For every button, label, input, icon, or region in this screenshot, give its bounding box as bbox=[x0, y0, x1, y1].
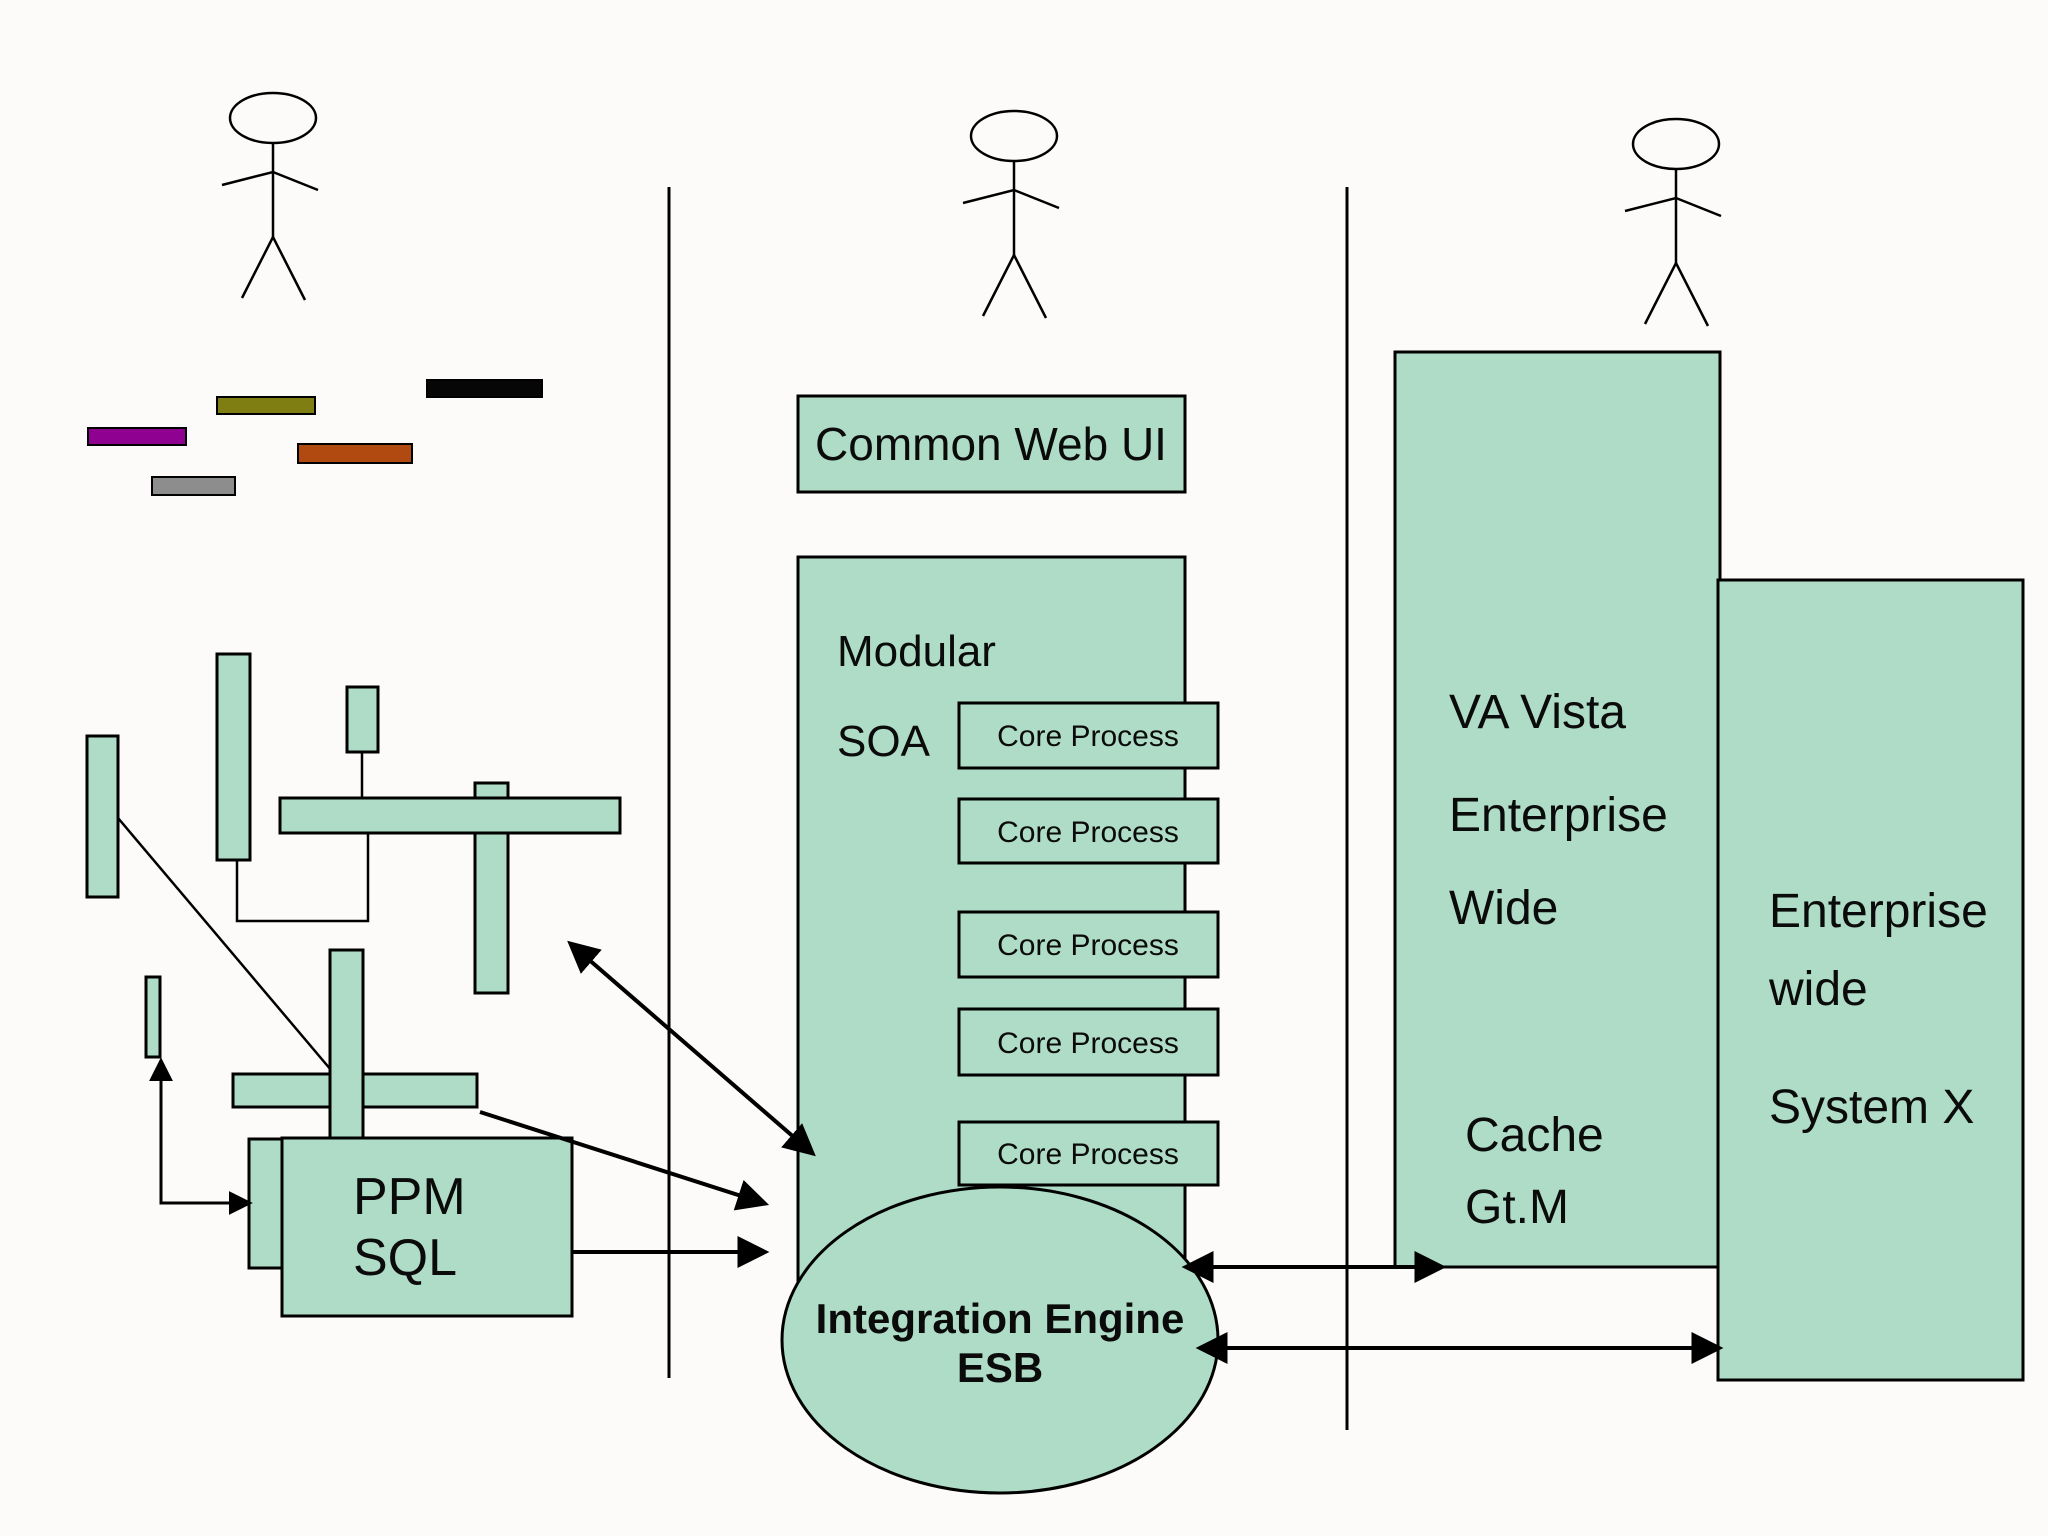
core-process-box-2 bbox=[957, 797, 1220, 865]
color-bar-black bbox=[426, 379, 543, 398]
color-bar-olive bbox=[216, 396, 316, 415]
core-process-box-1 bbox=[957, 701, 1220, 770]
common-web-ui-label: Common Web UI bbox=[815, 418, 1167, 470]
arrow-thin-node-to-ppm bbox=[149, 1057, 253, 1215]
ppm-sql-box bbox=[280, 1136, 574, 1318]
tree-node-left bbox=[85, 734, 120, 899]
core-process-box-4 bbox=[957, 1007, 1220, 1077]
system-x-label-3: System X bbox=[1769, 1081, 1974, 1134]
connector-diagonal bbox=[117, 817, 332, 1071]
core-process-label-2: Core Process bbox=[997, 816, 1179, 849]
system-x-label-1: Enterprise bbox=[1769, 885, 1988, 938]
va-vista-label-3: Wide bbox=[1449, 882, 1558, 935]
color-bar-purple bbox=[87, 427, 187, 446]
color-bar-orange bbox=[297, 443, 413, 464]
soa-label: SOA bbox=[837, 717, 931, 766]
va-vista-label-2: Enterprise bbox=[1449, 789, 1668, 842]
va-vista-label-1: VA Vista bbox=[1449, 686, 1626, 739]
core-process-label-4: Core Process bbox=[997, 1027, 1179, 1060]
tree-node-center-vertical bbox=[328, 948, 365, 1140]
core-process-box-5 bbox=[957, 1120, 1220, 1187]
sql-label: SQL bbox=[353, 1229, 457, 1287]
arrow-tree-to-modular bbox=[567, 940, 816, 1157]
cache-label: Cache bbox=[1465, 1109, 1604, 1162]
core-process-box-3 bbox=[957, 910, 1220, 979]
core-process-label-1: Core Process bbox=[997, 720, 1179, 753]
ppm-label: PPM bbox=[353, 1168, 466, 1226]
tree-node-tall bbox=[215, 652, 252, 862]
core-process-label-3: Core Process bbox=[997, 929, 1179, 962]
tree-node-small bbox=[345, 685, 380, 754]
ppm-back-box bbox=[247, 1137, 284, 1270]
core-process-label-5: Core Process bbox=[997, 1138, 1179, 1171]
esb-label: ESB bbox=[957, 1344, 1043, 1391]
arrow-ppm-to-modular-upper bbox=[479, 1110, 770, 1211]
tree-bar-upper bbox=[278, 796, 622, 835]
gtm-label: Gt.M bbox=[1465, 1181, 1569, 1234]
modular-label: Modular bbox=[837, 627, 996, 676]
tree-node-thin bbox=[144, 975, 162, 1059]
system-x-label-2: wide bbox=[1768, 963, 1868, 1016]
color-bar-gray bbox=[151, 476, 236, 496]
system-x-box bbox=[1716, 578, 2025, 1382]
va-vista-box bbox=[1393, 350, 1722, 1269]
integration-engine-label: Integration Engine bbox=[816, 1295, 1185, 1342]
common-web-ui-box bbox=[796, 394, 1187, 494]
connector-u-shape bbox=[235, 833, 370, 923]
